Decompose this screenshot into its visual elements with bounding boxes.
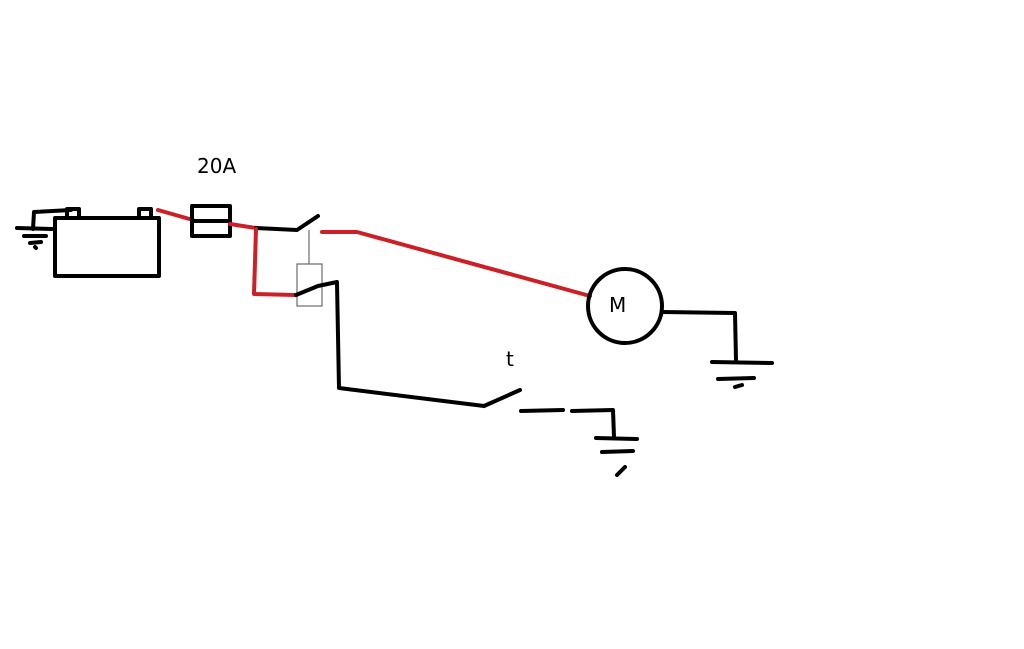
battery-ground bbox=[15, 208, 73, 250]
toggle-switch bbox=[482, 388, 616, 439]
fuse-rating-label: 20A bbox=[197, 154, 236, 178]
fuse bbox=[190, 204, 232, 238]
motor-ground bbox=[710, 360, 774, 389]
wire-battery-to-fuse bbox=[156, 208, 195, 222]
wire-motor-to-ground bbox=[660, 310, 738, 362]
main-switch bbox=[254, 214, 320, 232]
wire-relay-to-toggle bbox=[335, 281, 486, 408]
wire-switch-to-motor bbox=[320, 230, 592, 298]
relay bbox=[294, 230, 339, 307]
battery bbox=[53, 207, 161, 278]
wire-fuse-to-junction bbox=[228, 222, 258, 230]
toggle-ground bbox=[594, 436, 639, 477]
toggle-switch-label: t bbox=[506, 347, 514, 371]
motor-label: M bbox=[609, 293, 626, 317]
motor: M bbox=[586, 267, 664, 345]
wire-junction-to-relay bbox=[252, 227, 298, 297]
